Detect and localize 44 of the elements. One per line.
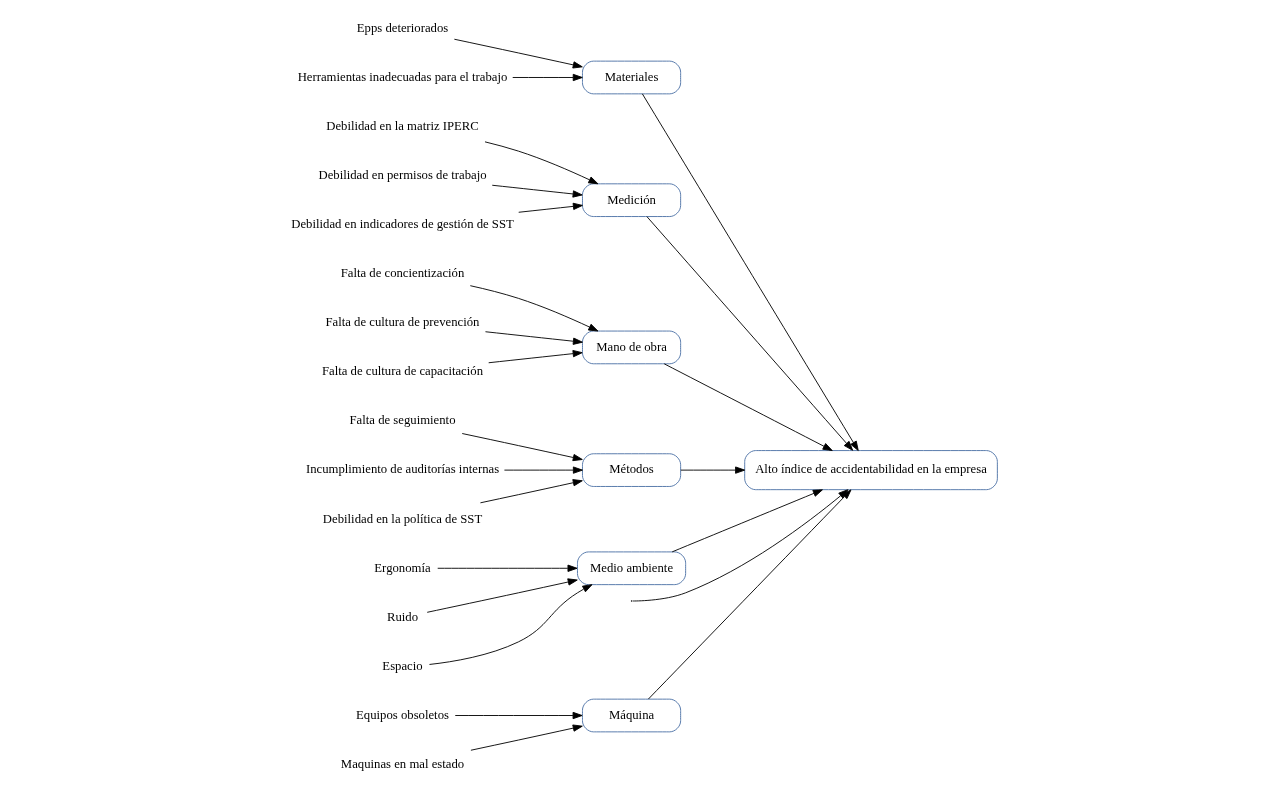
node-text: Equipos obsoletos: [355, 707, 449, 722]
node-text: Debilidad en permisos de trabajo: [317, 168, 487, 183]
node-text: Epps deteriorados: [356, 20, 448, 35]
arrow: [479, 479, 583, 504]
arrow: [428, 584, 592, 665]
arrow: [646, 216, 853, 451]
node-text: Debilidad en la matriz IPERC: [325, 118, 479, 133]
arrow: [484, 331, 583, 345]
arrow: [469, 285, 598, 332]
node-box: Alto índice de accidentabilidad en la empresa: [743, 450, 998, 491]
node-text: Espacio: [381, 658, 423, 673]
arrow: [436, 564, 577, 572]
arrow: [484, 141, 598, 185]
node-box: Medio ambiente: [576, 551, 686, 586]
node-box: Materiales: [581, 60, 681, 95]
node-text: Falta de concientización: [340, 266, 464, 281]
arrow: [426, 578, 578, 613]
node-text: Falta de cultura de prevención: [325, 315, 480, 330]
arrow: [511, 73, 583, 82]
arrow: [641, 93, 859, 451]
arrow: [679, 466, 745, 474]
node-text: Ruido: [386, 609, 418, 624]
node-text: Debilidad en indicadores de gestión de SST: [290, 217, 514, 232]
arrow: [671, 489, 823, 553]
node-box: Medición: [581, 183, 681, 217]
node-box: Métodos: [581, 453, 681, 487]
node-text: Incumplimiento de auditorías internas: [305, 462, 499, 477]
arrow: [663, 363, 833, 451]
arrow: [503, 466, 583, 474]
arrow: [454, 711, 583, 720]
arrow: [469, 724, 583, 751]
node-box: Máquina: [581, 698, 681, 733]
node-text: Debilidad en la política de SST: [322, 511, 482, 526]
node-text: Herramientas inadecuadas para el trabajo: [297, 69, 507, 84]
arrow: [461, 433, 583, 462]
node-text: Falta de cultura de capacitación: [321, 364, 483, 379]
node-text: Ergonomía: [373, 560, 431, 575]
arrow: [491, 184, 583, 198]
node-box: Mano de obra: [581, 330, 681, 365]
node-text: Falta de seguimiento: [349, 413, 455, 428]
node-text: Maquinas en mal estado: [340, 756, 464, 771]
arrow: [517, 202, 583, 213]
arrow: [453, 38, 583, 69]
arrow: [487, 350, 583, 364]
